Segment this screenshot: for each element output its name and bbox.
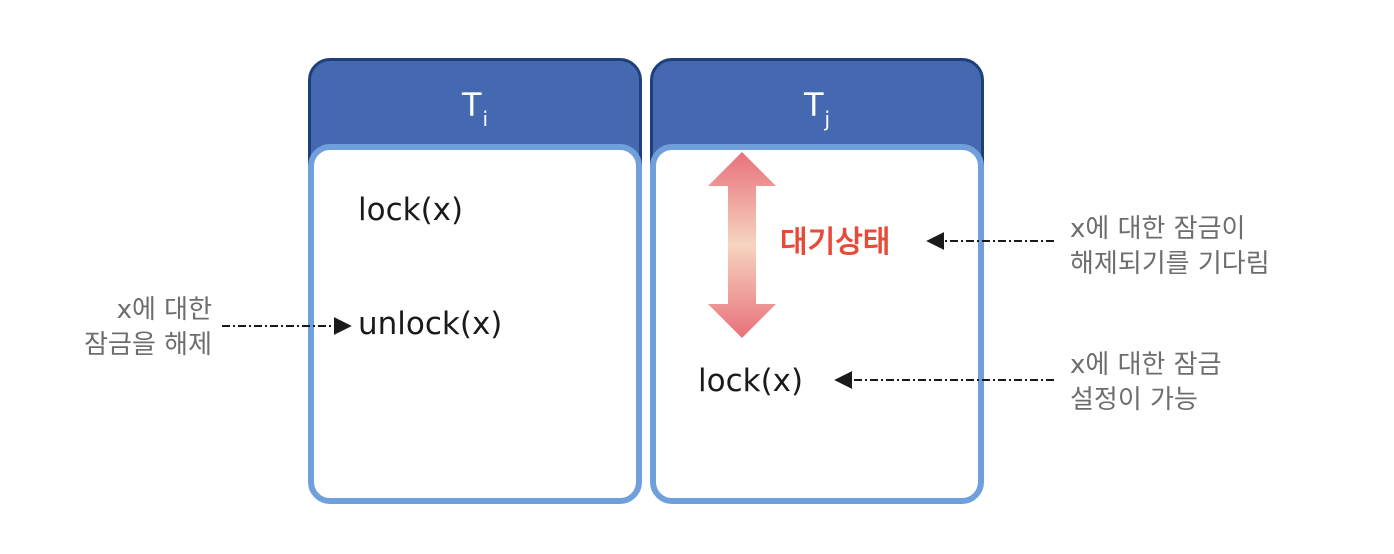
wait-note-line-1: x에 대한 잠금이	[1070, 214, 1246, 244]
tj-lock-operation: lock(x)	[698, 363, 804, 399]
transaction-tj-title-letter: T	[803, 86, 824, 124]
transaction-tj-subscript: j	[824, 107, 831, 131]
transaction-ti: Ti	[308, 58, 642, 504]
transaction-ti-title: Ti	[311, 85, 639, 131]
lock-note-line-1: x에 대한 잠금	[1070, 350, 1222, 380]
ti-unlock-operation: unlock(x)	[358, 306, 503, 342]
lock-note: x에 대한 잠금 설정이 가능	[1070, 348, 1222, 418]
transaction-ti-subscript: i	[482, 107, 489, 131]
transaction-ti-title-letter: T	[461, 86, 482, 124]
ti-lock-operation: lock(x)	[358, 192, 464, 228]
wait-state-label: 대기상태	[780, 225, 891, 260]
unlock-note-line-1: x에 대한	[116, 295, 212, 325]
transaction-tj-body	[650, 144, 984, 504]
transaction-tj-title: Tj	[653, 85, 981, 131]
lock-note-line-2: 설정이 가능	[1070, 385, 1198, 415]
transaction-tj: Tj	[650, 58, 984, 504]
unlock-note: x에 대한 잠금을 해제	[52, 293, 212, 363]
unlock-note-line-2: 잠금을 해제	[84, 330, 212, 360]
transaction-ti-body	[308, 144, 642, 504]
wait-note-line-2: 해제되기를 기다림	[1070, 249, 1270, 279]
wait-note: x에 대한 잠금이 해제되기를 기다림	[1070, 212, 1270, 282]
